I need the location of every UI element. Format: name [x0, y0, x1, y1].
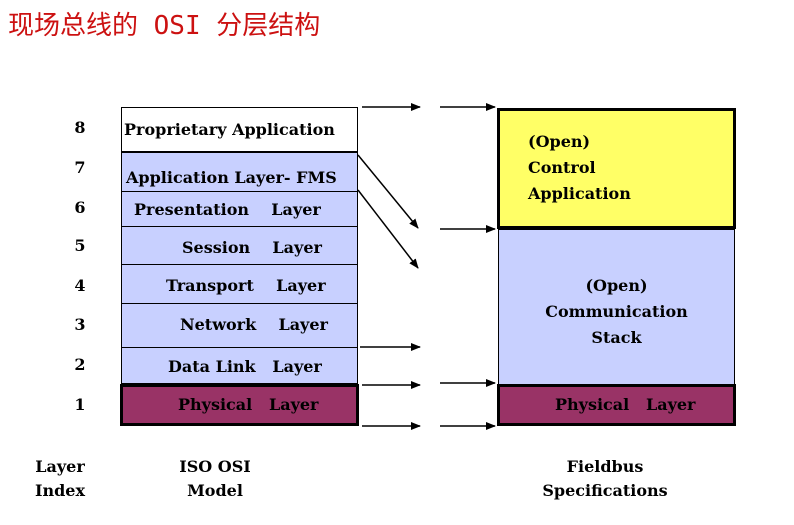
osi-divider — [122, 226, 357, 227]
fieldbus-communication-stack-text: (Open) Communication Stack — [499, 273, 734, 351]
osi-divider — [122, 264, 357, 265]
page-title: 现场总线的 OSI 分层结构 — [8, 11, 321, 41]
layer-index-1: 1 — [74, 395, 86, 414]
osi-physical-layer-label: Physical Layer — [178, 395, 319, 414]
fieldbus-spec-caption: Fieldbus Specifications — [525, 455, 685, 503]
control-app-line-3: Application — [528, 184, 631, 203]
layer-index-5: 5 — [74, 236, 86, 255]
fieldbus-physical-layer-label: Physical Layer — [555, 395, 696, 414]
layer-index-2: 2 — [74, 355, 86, 374]
comm-stack-line-1: (Open) — [585, 276, 648, 295]
iso-osi-model-caption-line-2: Model — [187, 481, 243, 500]
fieldbus-control-application-box: (Open) Control Application — [497, 108, 736, 229]
fieldbus-spec-caption-line-2: Specifications — [542, 481, 668, 500]
osi-divider — [122, 303, 357, 304]
osi-stack-box: Application Layer- FMS Presentation Laye… — [121, 152, 358, 384]
osi-transport-layer-label: Transport Layer — [166, 276, 326, 295]
osi-session-layer-label: Session Layer — [182, 238, 322, 257]
fieldbus-spec-caption-line-1: Fieldbus — [566, 457, 644, 476]
layer-index-caption-line-2: Index — [34, 481, 86, 500]
osi-divider — [122, 347, 357, 348]
osi-proprietary-application-label: Proprietary Application — [124, 120, 335, 139]
osi-presentation-layer-label: Presentation Layer — [134, 200, 321, 219]
osi-proprietary-application-box: Proprietary Application — [121, 107, 358, 152]
layer-index-8: 8 — [74, 118, 86, 137]
layer-index-4: 4 — [74, 276, 86, 295]
comm-stack-line-2: Communication — [545, 302, 688, 321]
layer-index-7: 7 — [74, 158, 86, 177]
layer-index-6: 6 — [74, 198, 86, 217]
iso-osi-model-caption-line-1: ISO OSI — [179, 457, 251, 476]
arrow-diagonal-2 — [357, 189, 419, 269]
comm-stack-line-3: Stack — [591, 328, 642, 347]
fieldbus-communication-stack-box: (Open) Communication Stack — [498, 229, 735, 385]
layer-index-3: 3 — [74, 315, 86, 334]
osi-network-layer-label: Network Layer — [180, 315, 328, 334]
control-app-line-2: Control — [528, 158, 596, 177]
control-app-line-1: (Open) — [528, 132, 591, 151]
arrow-diagonal-1 — [357, 154, 419, 229]
layer-index-caption: Layer Index — [20, 455, 100, 503]
fieldbus-control-application-text: (Open) Control Application — [528, 129, 631, 207]
fieldbus-physical-layer-box: Physical Layer — [497, 384, 736, 426]
osi-application-layer-label: Application Layer- FMS — [126, 168, 337, 187]
osi-divider — [122, 191, 357, 192]
layer-index-caption-line-1: Layer — [35, 457, 85, 476]
osi-physical-layer-box: Physical Layer — [120, 384, 359, 426]
iso-osi-model-caption: ISO OSI Model — [165, 455, 265, 503]
osi-datalink-layer-label: Data Link Layer — [168, 357, 322, 376]
